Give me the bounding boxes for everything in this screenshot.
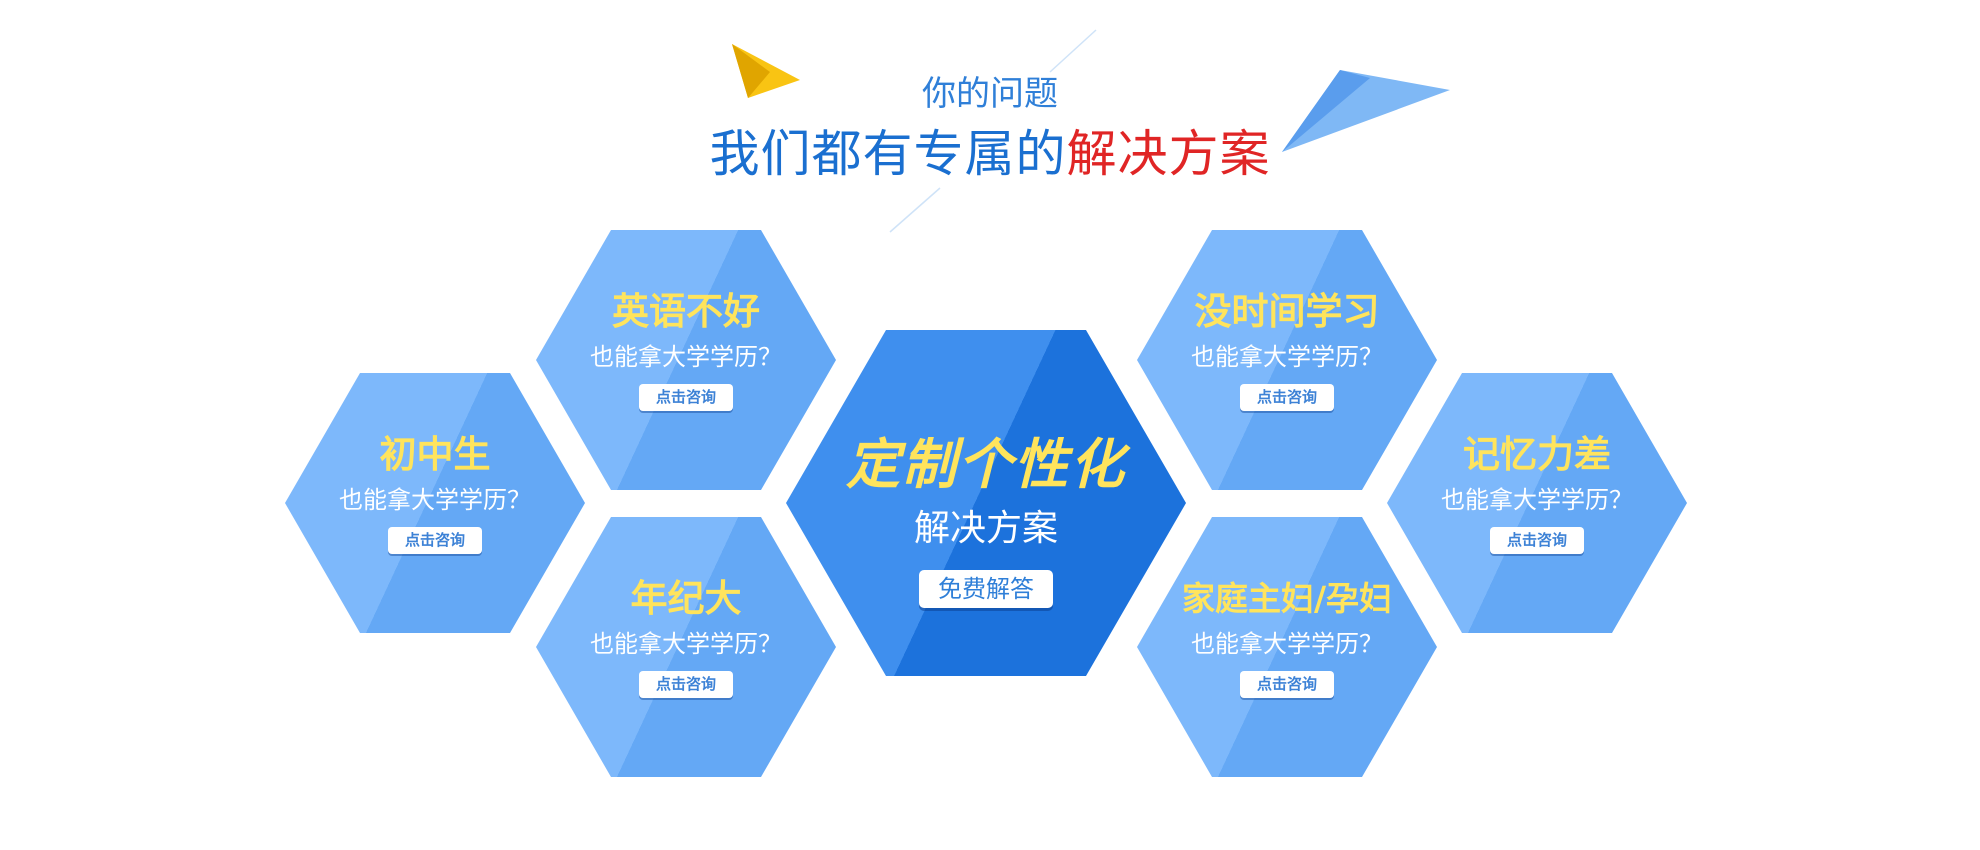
consult-button[interactable]: 点击咨询 — [1240, 384, 1334, 411]
center-text: 解决方案 — [913, 508, 1058, 549]
card-title: 年纪大 — [630, 577, 742, 620]
consult-button[interactable]: 点击咨询 — [639, 671, 733, 698]
card-no-time: 没时间学习 也能拿大学学历？ 点击咨询 — [1137, 230, 1437, 490]
consult-button[interactable]: 点击咨询 — [388, 527, 482, 554]
card-title: 没时间学习 — [1194, 290, 1380, 333]
card-text: 也能拿大学学历？ — [1191, 630, 1383, 658]
consult-button[interactable]: 点击咨询 — [1240, 671, 1334, 698]
title-accent-text: 解决方案 — [1066, 125, 1271, 183]
thin-line-upper — [1049, 29, 1097, 73]
card-text: 也能拿大学学历？ — [1441, 486, 1633, 514]
card-text: 也能拿大学学历？ — [590, 630, 782, 658]
card-title: 英语不好 — [612, 290, 760, 333]
yellow-paper-plane-icon — [732, 44, 800, 98]
free-answer-button[interactable]: 免费解答 — [919, 570, 1053, 608]
card-poor-english: 英语不好 也能拿大学学历？ 点击咨询 — [536, 230, 836, 490]
card-text: 也能拿大学学历？ — [590, 343, 782, 371]
card-text: 也能拿大学学历？ — [1191, 343, 1383, 371]
center-title: 定制个性化 — [846, 433, 1126, 496]
card-title: 家庭主妇/孕妇 — [1181, 579, 1393, 618]
header-title: 我们都有专属的解决方案 — [0, 124, 1980, 184]
card-title: 初中生 — [379, 433, 491, 476]
consult-button[interactable]: 点击咨询 — [1490, 527, 1584, 554]
blue-paper-plane-icon — [1282, 70, 1450, 152]
header-subtitle: 你的问题 — [922, 74, 1058, 114]
consult-button[interactable]: 点击咨询 — [639, 384, 733, 411]
card-text: 也能拿大学学历？ — [339, 486, 531, 514]
title-main-text: 我们都有专属的 — [709, 125, 1067, 183]
thin-line-lower — [889, 187, 941, 233]
card-title: 记忆力差 — [1463, 433, 1611, 476]
